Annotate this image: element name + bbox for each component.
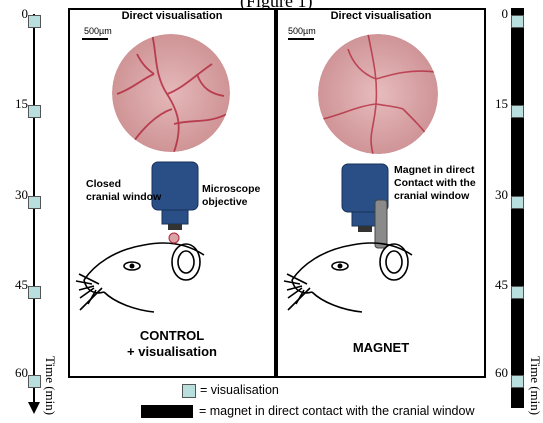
magnet-panel: Direct visualisation 500µm bbox=[276, 8, 486, 378]
timeline-tick-label: 30 bbox=[480, 187, 508, 203]
visualisation-box bbox=[511, 105, 524, 118]
visualisation-box bbox=[28, 375, 41, 388]
timeline-tick-label: 60 bbox=[480, 365, 508, 381]
timeline-tick-label: 0 bbox=[0, 6, 28, 22]
annotation-objective: Microscope objective bbox=[202, 183, 260, 209]
visualisation-box bbox=[511, 375, 524, 388]
vessel-image bbox=[318, 34, 438, 154]
timeline-tick-label: 15 bbox=[0, 96, 28, 112]
panel-title: Direct visualisation bbox=[70, 10, 274, 22]
visualisation-box bbox=[511, 286, 524, 299]
visualisation-box bbox=[511, 15, 524, 28]
annotation-magnet: Magnet in direct Contact with the crania… bbox=[394, 164, 476, 203]
vessel-image bbox=[112, 34, 230, 152]
legend-visualisation-swatch bbox=[182, 384, 196, 398]
annotation-closed-window: Closed cranial window bbox=[86, 178, 161, 204]
scale-label: 500µm bbox=[288, 26, 316, 36]
panel-title: Direct visualisation bbox=[278, 10, 484, 22]
timeline-axis-line bbox=[33, 14, 35, 406]
timeline-tick-label: 15 bbox=[480, 96, 508, 112]
timeline-tick-label: 60 bbox=[0, 365, 28, 381]
timeline-tick-label: 45 bbox=[480, 277, 508, 293]
visualisation-box bbox=[28, 196, 41, 209]
timeline-tick-label: 30 bbox=[0, 187, 28, 203]
scale-label: 500µm bbox=[84, 26, 112, 36]
panel-caption: CONTROL + visualisation bbox=[70, 328, 274, 360]
control-panel: Direct visualisation 500µm bbox=[68, 8, 276, 378]
legend-magnet-label: = magnet in direct contact with the cran… bbox=[199, 404, 475, 418]
timeline-axis-label: Time (min) bbox=[42, 356, 58, 415]
timeline-tick-label: 0 bbox=[480, 6, 508, 22]
legend-visualisation-label: = visualisation bbox=[200, 383, 279, 397]
scale-bar bbox=[82, 38, 108, 40]
visualisation-box bbox=[28, 286, 41, 299]
legend-magnet-swatch bbox=[141, 405, 193, 418]
visualisation-box bbox=[28, 105, 41, 118]
timeline-tick-label: 45 bbox=[0, 277, 28, 293]
panel-caption: MAGNET bbox=[278, 340, 484, 356]
visualisation-box bbox=[28, 15, 41, 28]
timeline-arrow-icon bbox=[28, 398, 40, 414]
scale-bar bbox=[288, 38, 314, 40]
rat-illustration bbox=[282, 210, 422, 320]
rat-illustration bbox=[74, 210, 214, 320]
timeline-axis-label: Time (min) bbox=[527, 356, 543, 415]
visualisation-box bbox=[511, 196, 524, 209]
